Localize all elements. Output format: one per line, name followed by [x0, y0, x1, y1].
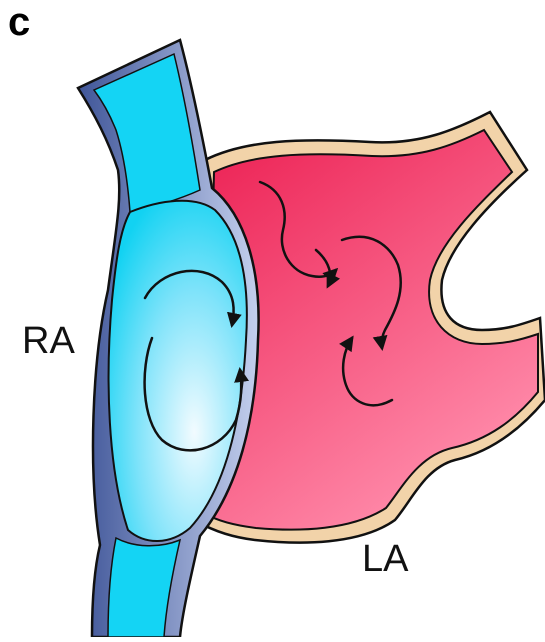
right-atrium	[78, 40, 259, 637]
right-atrium-label: RA	[22, 322, 75, 360]
panel-letter: c	[8, 2, 30, 42]
left-atrium-label: LA	[362, 540, 408, 578]
